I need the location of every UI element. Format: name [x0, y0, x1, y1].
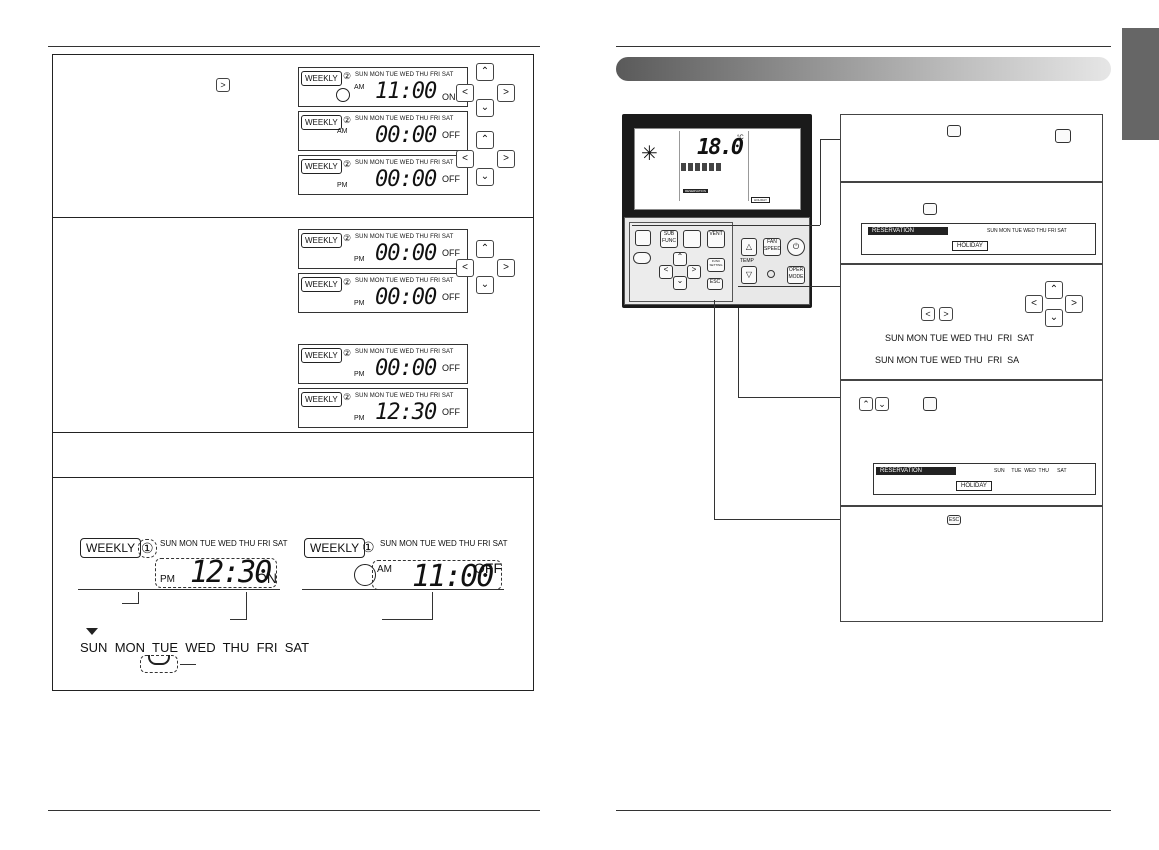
indicator-lamp [767, 270, 775, 278]
power-button[interactable]: ⏻ [787, 238, 805, 256]
up-key[interactable]: ⌃ [476, 240, 494, 258]
down-key[interactable]: ⌄ [476, 168, 494, 186]
fan-speed-button[interactable]: FAN SPEED [763, 238, 781, 256]
left-key[interactable]: < [456, 259, 474, 277]
esc-button[interactable]: ESC [707, 278, 723, 290]
left-key-icon: < [1025, 295, 1043, 313]
lcd-row: WEEKLY ② SUN MON TUE WED THU FRI SAT PM … [298, 229, 468, 269]
step-2-box: RESERVATION SUN MON TUE WED THU FRI SAT … [840, 182, 1103, 264]
clock-icon [336, 88, 350, 102]
step-5-box: ESC [840, 506, 1103, 622]
reservation-icon [923, 203, 937, 215]
sub-func-button[interactable]: SUB FUNC [660, 230, 678, 248]
down-key-icon: ⌄ [1045, 309, 1063, 327]
up-key-icon: ⌃ [859, 397, 873, 411]
right-top-rule [616, 46, 1111, 47]
remote-display: ✳ 18.0 °C RESERVATION HOLIDAY [634, 128, 801, 210]
step-3-box: < > ⌃ < > ⌄ SUN MON TUE WED THU FRI SAT … [840, 264, 1103, 380]
lcd-row: WEEKLY ② SUN MON TUE WED THU FRI SAT AM … [298, 111, 468, 151]
reservation-button[interactable] [635, 230, 651, 246]
left-button[interactable]: < [659, 265, 673, 279]
snowflake-icon: ✳ [641, 143, 658, 165]
temp-down-button[interactable]: ▽ [741, 266, 757, 284]
lcd-row: WEEKLY ② SUN MON TUE WED THU FRI SAT PM … [298, 155, 468, 195]
up-key[interactable]: ⌃ [476, 131, 494, 149]
days-legend: SUN MON TUE WED THU FRI SAT [80, 640, 310, 655]
right-key-icon: > [216, 78, 230, 92]
oper-mode-button[interactable]: OPER MODE [787, 266, 805, 284]
esc-icon: ESC [947, 515, 961, 525]
section-banner [616, 57, 1111, 81]
timer-button[interactable] [633, 252, 651, 264]
left-key[interactable]: < [456, 150, 474, 168]
settings-button[interactable] [683, 230, 701, 248]
right-button[interactable]: > [687, 265, 701, 279]
reservation-icon [947, 125, 961, 137]
up-key[interactable]: ⌃ [476, 63, 494, 81]
vent-button[interactable]: VENT [707, 230, 725, 248]
down-key[interactable]: ⌄ [476, 99, 494, 117]
down-button[interactable]: ⌄ [673, 276, 687, 290]
left-key-icon: < [921, 307, 935, 321]
big-lcd-right: WEEKLY ① SUN MON TUE WED THU FRI SAT AM … [302, 528, 508, 592]
lcd-row: WEEKLY ② SUN MON TUE WED THU FRI SAT AM … [298, 67, 468, 107]
left-key[interactable]: < [456, 84, 474, 102]
weekly-badge: WEEKLY [301, 71, 342, 86]
down-key-icon: ⌄ [875, 397, 889, 411]
temp-up-button[interactable]: △ [741, 238, 757, 256]
chapter-tab [1122, 28, 1159, 140]
up-key-icon: ⌃ [1045, 281, 1063, 299]
up-button[interactable]: ⌃ [673, 252, 687, 266]
right-key[interactable]: > [497, 259, 515, 277]
big-lcd-left: WEEKLY ① SUN MON TUE WED THU FRI SAT PM … [78, 528, 288, 590]
left-top-rule [48, 46, 540, 47]
clock-icon [354, 564, 376, 586]
right-key[interactable]: > [497, 150, 515, 168]
reservation-icon [1055, 129, 1071, 143]
func-setting-icon [923, 397, 937, 411]
left-bottom-rule [48, 810, 540, 811]
step-1-box [840, 114, 1103, 182]
down-key[interactable]: ⌄ [476, 276, 494, 294]
right-bottom-rule [616, 810, 1111, 811]
right-key[interactable]: > [497, 84, 515, 102]
right-key-icon: > [939, 307, 953, 321]
step-4-box: ⌃ ⌄ RESERVATION SUN TUE WED THU SAT HOLI… [840, 380, 1103, 506]
remote-button-panel: SUB FUNC VENT ⌃ < > ⌄ FUNC SETTING ESC △… [624, 217, 810, 305]
lcd-row: WEEKLY ② SUN MON TUE WED THU FRI SAT PM … [298, 344, 468, 384]
func-setting-button[interactable]: FUNC SETTING [707, 258, 725, 272]
right-key-icon: > [1065, 295, 1083, 313]
lcd-row: WEEKLY ② SUN MON TUE WED THU FRI SAT PM … [298, 273, 468, 313]
today-marker [86, 628, 98, 635]
lcd-row: WEEKLY ② SUN MON TUE WED THU FRI SAT PM … [298, 388, 468, 428]
